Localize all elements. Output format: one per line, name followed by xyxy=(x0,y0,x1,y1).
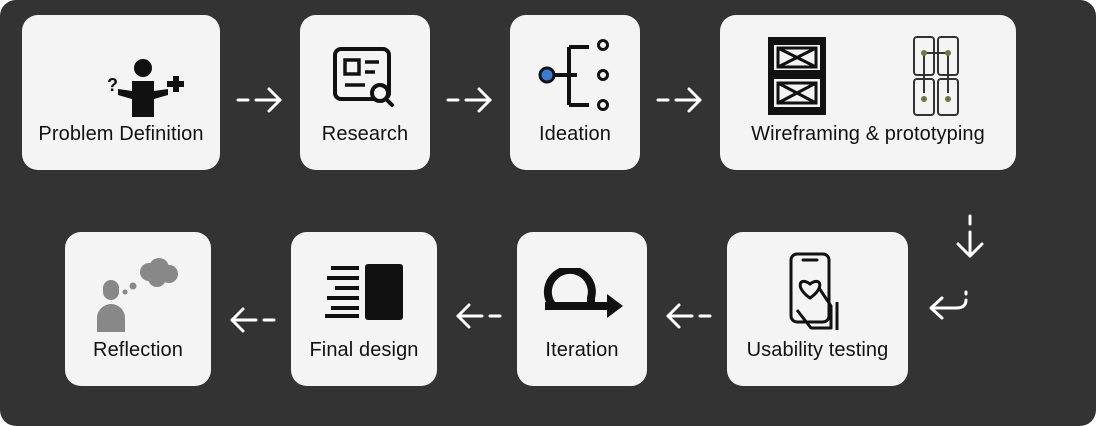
step-usability-testing: Usability testing xyxy=(727,232,908,386)
step-label: Usability testing xyxy=(746,339,889,361)
arrow-down xyxy=(956,214,984,258)
step-label: Iteration xyxy=(545,339,619,361)
step-ideation: Ideation xyxy=(510,15,640,170)
step-problem-definition: ? Problem Definition xyxy=(22,15,220,170)
loop-arrow-icon xyxy=(543,268,623,318)
wireframe-prototype-icon xyxy=(768,36,959,116)
step-final-design: Final design xyxy=(291,232,437,386)
arrow-left-2 xyxy=(456,303,502,329)
arrow-left-3 xyxy=(230,307,276,333)
layout-blocks-icon xyxy=(325,264,403,320)
arrow-right-2 xyxy=(446,87,492,113)
arrow-right-3 xyxy=(656,87,702,113)
step-label: Reflection xyxy=(93,339,183,361)
step-label: Research xyxy=(321,123,409,145)
svg-text:?: ? xyxy=(107,75,118,95)
arrow-left-1 xyxy=(666,303,712,329)
phone-heart-icon xyxy=(789,252,839,330)
step-label: Wireframing & prototyping xyxy=(751,123,985,145)
step-label: Ideation xyxy=(539,123,611,145)
step-research: Research xyxy=(300,15,430,170)
step-wireframing-prototyping: Wireframing & prototyping xyxy=(720,15,1016,170)
step-reflection: Reflection xyxy=(65,232,211,386)
arrow-curve-left xyxy=(929,290,968,320)
arrow-right-1 xyxy=(236,87,282,113)
step-label: Problem Definition xyxy=(38,123,204,145)
step-iteration: Iteration xyxy=(517,232,647,386)
thought-bubble-person-icon xyxy=(97,258,178,332)
research-magnifier-icon xyxy=(333,47,394,107)
step-label: Final design xyxy=(309,339,419,361)
person-question-puzzle-icon: ? xyxy=(107,59,184,117)
ideation-branch-icon xyxy=(538,39,609,111)
